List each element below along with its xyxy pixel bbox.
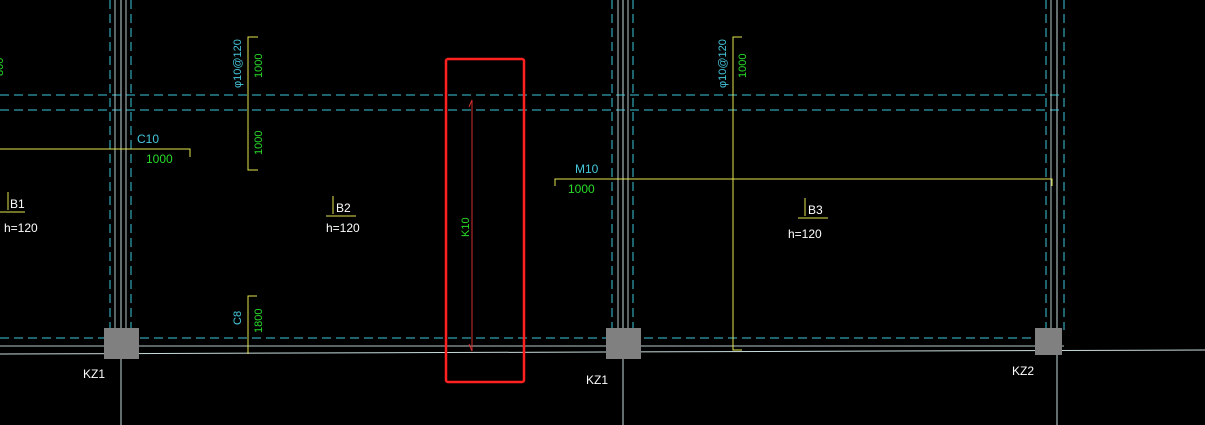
c8-bracket bbox=[247, 295, 257, 354]
slab-b3-thickness: h=120 bbox=[788, 227, 822, 241]
beam-rebar-spec-left: φ10@120 bbox=[232, 39, 244, 88]
m10-code: M10 bbox=[575, 162, 599, 176]
rebar-k10[interactable] bbox=[468, 99, 473, 352]
rebar-k10-hook-bottom bbox=[468, 343, 473, 352]
slab-b2-thickness: h=120 bbox=[326, 221, 360, 235]
beam-length-right: 1000 bbox=[737, 54, 749, 78]
c10-code: C10 bbox=[137, 132, 159, 146]
c8-code: C8 bbox=[232, 311, 244, 325]
beam-bracket-right bbox=[732, 36, 742, 351]
slab-b1-id: B1 bbox=[10, 197, 25, 211]
beam-length-left-top: 1000 bbox=[253, 54, 265, 78]
slab-b1-thickness: h=120 bbox=[4, 221, 38, 235]
beam-length-left-bottom: 1000 bbox=[253, 131, 265, 155]
beam-rebar-spec-right: φ10@120 bbox=[717, 39, 729, 88]
left-edge-length: 800 bbox=[0, 58, 6, 76]
column-label-kz2-right: KZ2 bbox=[1012, 364, 1034, 378]
slab-b2-id: B2 bbox=[336, 201, 351, 215]
c8-length: 1800 bbox=[253, 309, 265, 333]
yellow-annotations bbox=[0, 36, 1053, 354]
c10-dimension-line bbox=[0, 148, 191, 157]
slab-b3-id: B3 bbox=[808, 203, 823, 217]
horizontal-labels: C10 1000 M10 1000 B1 h=120 B2 h=120 B3 h… bbox=[4, 132, 1034, 387]
beam-outlines bbox=[0, 0, 1065, 339]
columns bbox=[104, 328, 1062, 359]
vertical-labels: 800 φ10@120 1000 1000 φ10@120 1000 C8 18… bbox=[0, 39, 749, 333]
column-label-kz1-middle: KZ1 bbox=[586, 373, 608, 387]
rebar-k10-hook-top bbox=[468, 99, 473, 108]
column-kz2-right[interactable] bbox=[1035, 328, 1062, 355]
c10-length: 1000 bbox=[146, 152, 173, 166]
column-kz1-left[interactable] bbox=[104, 328, 139, 359]
m10-dimension-line bbox=[554, 178, 1053, 186]
slab-edges bbox=[0, 0, 1064, 347]
selection-highlight-box[interactable] bbox=[444, 57, 526, 384]
column-kz1-middle[interactable] bbox=[606, 328, 641, 359]
m10-length: 1000 bbox=[568, 182, 595, 196]
axis-line-bottom bbox=[0, 349, 1205, 355]
rebar-k10-label: K10 bbox=[460, 217, 472, 237]
column-label-kz1-left: KZ1 bbox=[83, 367, 105, 381]
